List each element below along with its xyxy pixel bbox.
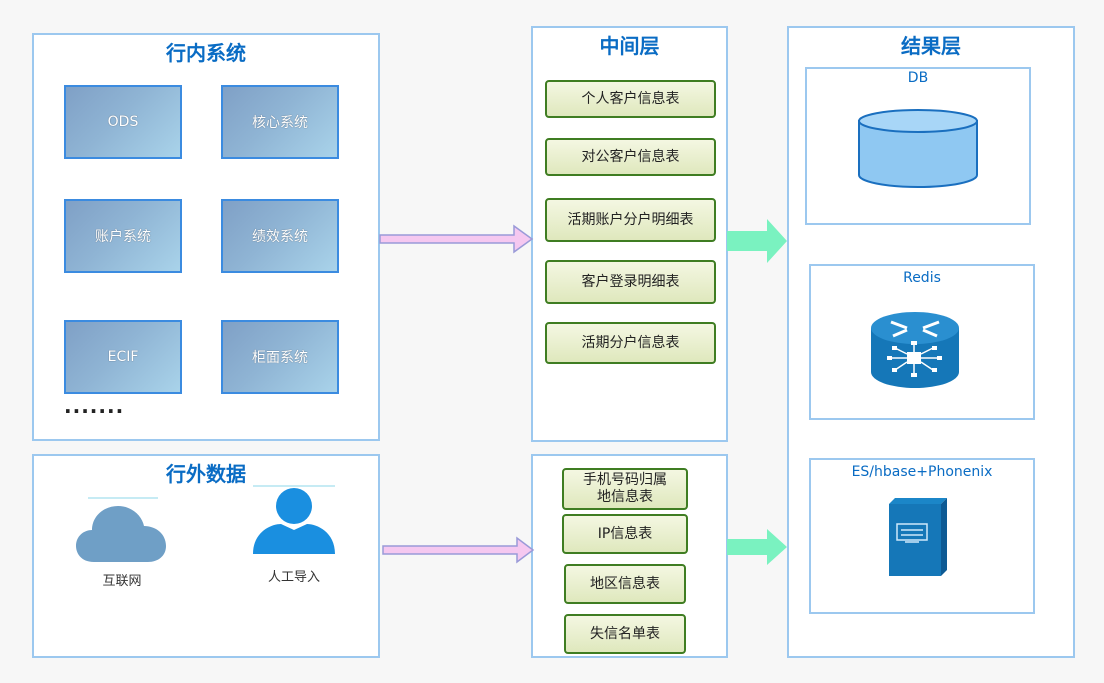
- es-hbase-panel[interactable]: ES/hbase+Phonenix: [809, 458, 1035, 614]
- table-demand-account-info[interactable]: 活期分户信息表: [545, 322, 716, 364]
- server-icon: [889, 498, 947, 576]
- redis-label: Redis: [903, 270, 941, 286]
- middle-layer-title: 中间层: [599, 34, 660, 58]
- arrow-internal-to-middle: [379, 224, 534, 254]
- database-icon: [858, 109, 978, 188]
- arrow-external-to-middle: [382, 536, 535, 564]
- redis-router-icon: [871, 312, 959, 388]
- table-corporate-customer[interactable]: 对公客户信息表: [545, 138, 716, 176]
- table-demand-account-detail[interactable]: 活期账户分户明细表: [545, 198, 716, 242]
- manual-import-label: 人工导入: [267, 570, 320, 585]
- more-ellipsis: ·······: [64, 399, 125, 423]
- table-personal-customer[interactable]: 个人客户信息表: [545, 80, 716, 118]
- system-performance[interactable]: 绩效系统: [221, 199, 339, 273]
- middle-external-panel: 手机号码归属 地信息表 IP信息表 地区信息表 失信名单表: [531, 454, 728, 658]
- redis-panel[interactable]: Redis: [809, 264, 1035, 420]
- internal-systems-title: 行内系统: [166, 41, 246, 65]
- es-hbase-label: ES/hbase+Phonenix: [851, 464, 993, 480]
- system-ods[interactable]: ODS: [64, 85, 182, 159]
- system-counter[interactable]: 柜面系统: [221, 320, 339, 394]
- arrow-middle-to-result-top: [727, 219, 787, 263]
- person-icon: [253, 485, 335, 554]
- middle-layer-panel: 中间层 个人客户信息表 对公客户信息表 活期账户分户明细表 客户登录明细表 活期…: [531, 26, 728, 442]
- external-data-title: 行外数据: [166, 462, 246, 486]
- result-layer-panel: 结果层 DB Redis: [787, 26, 1075, 658]
- table-phone-region[interactable]: 手机号码归属 地信息表: [562, 468, 688, 510]
- table-ip-info[interactable]: IP信息表: [562, 514, 688, 554]
- result-layer-title: 结果层: [901, 34, 961, 58]
- cloud-icon: [76, 497, 166, 562]
- system-ecif[interactable]: ECIF: [64, 320, 182, 394]
- internet-label: 互联网: [102, 574, 142, 589]
- arrow-middle-to-result-bottom: [727, 529, 787, 565]
- system-account[interactable]: 账户系统: [64, 199, 182, 273]
- table-customer-login-detail[interactable]: 客户登录明细表: [545, 260, 716, 304]
- system-core[interactable]: 核心系统: [221, 85, 339, 159]
- table-region-info[interactable]: 地区信息表: [564, 564, 686, 604]
- table-dishonest-list[interactable]: 失信名单表: [564, 614, 686, 654]
- db-panel[interactable]: DB: [805, 67, 1031, 225]
- external-data-panel: 行外数据 互联网 人工导入: [32, 454, 380, 658]
- internal-systems-panel: 行内系统 ODS 核心系统 账户系统 绩效系统 ECIF 柜面系统 ······…: [32, 33, 380, 441]
- db-label: DB: [907, 70, 929, 86]
